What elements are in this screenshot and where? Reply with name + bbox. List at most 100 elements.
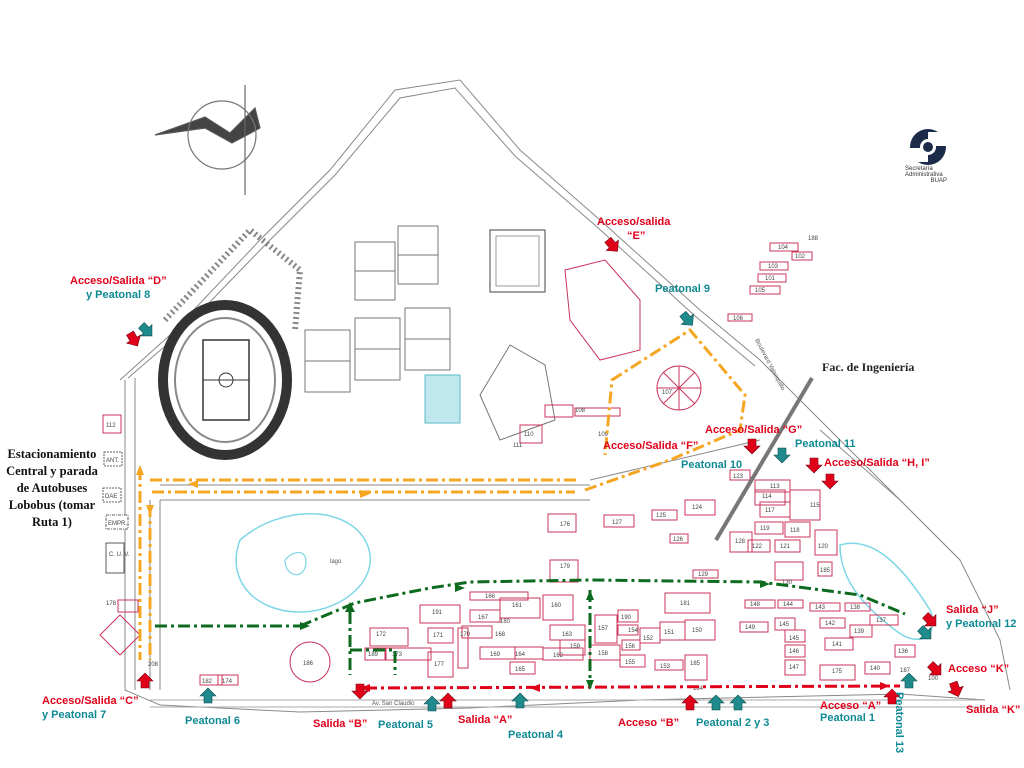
green-route <box>155 578 906 688</box>
building-190: 190 <box>621 615 632 621</box>
parking-dae: DAE <box>105 494 117 500</box>
parking-empr: EMPR. <box>108 521 127 527</box>
building-138: 138 <box>850 605 861 611</box>
north-compass-icon <box>154 85 261 195</box>
building-124: 124 <box>692 505 703 511</box>
building-159: 159 <box>570 644 581 650</box>
label-acceso-salida-hi: Acceso/Salida “H, I” <box>824 457 930 469</box>
building-191: 191 <box>432 610 443 616</box>
building-152: 152 <box>643 636 654 642</box>
logo-line-2: Administrativa <box>905 172 943 178</box>
building-175: 175 <box>832 669 843 675</box>
road-blvd-valsequillo: Boulevard Valsequillo <box>753 338 785 392</box>
building-112: 112 <box>106 423 116 429</box>
building-110: 110 <box>524 432 534 438</box>
building-157: 157 <box>598 626 609 632</box>
label-acceso-a: Acceso “A” <box>820 700 882 712</box>
building-118: 118 <box>790 528 800 534</box>
building-151: 151 <box>664 630 675 636</box>
red-entry-arrow-icon-g <box>743 438 761 455</box>
building-173: 173 <box>392 652 403 658</box>
building-107: 107 <box>662 390 673 396</box>
building-171: 171 <box>433 633 444 639</box>
building-128: 128 <box>735 539 746 545</box>
building-168: 168 <box>495 632 506 638</box>
teal-pedestrian-arrow-icon-6 <box>199 687 217 704</box>
building-120: 120 <box>818 544 829 550</box>
building-160: 160 <box>551 603 562 609</box>
label-acceso-k: Acceso “K” <box>948 663 1010 675</box>
red-entry-arrow-icon-c <box>136 672 154 689</box>
building-189: 189 <box>368 652 379 658</box>
building-170: 170 <box>460 632 471 638</box>
building-145: 145 <box>779 622 790 628</box>
building-142: 142 <box>825 621 836 627</box>
building-108: 108 <box>575 408 586 414</box>
building-161: 161 <box>512 603 523 609</box>
building-140: 140 <box>870 666 881 672</box>
label-salida-k: Salida “K” <box>966 704 1021 716</box>
label-acceso-salida-f: Acceso/Salida “F” <box>603 440 699 452</box>
building-numbers: 112 104 188 102 103 101 105 106 107 108 … <box>106 236 939 692</box>
teal-pedestrian-arrow-icon-11 <box>773 447 791 464</box>
building-148: 148 <box>750 602 761 608</box>
building-126: 126 <box>673 537 684 543</box>
building-164: 164 <box>515 652 526 658</box>
building-105: 105 <box>755 288 766 294</box>
label-acceso-salida-d: Acceso/Salida “D” <box>70 275 167 287</box>
label-peatonal-2y3: Peatonal 2 y 3 <box>696 717 770 729</box>
building-104: 104 <box>778 245 789 251</box>
building-177: 177 <box>434 662 445 668</box>
label-peatonal-11: Peatonal 11 <box>795 438 856 450</box>
parking-ant: ANT. <box>106 458 119 464</box>
red-exit-arrow-icon-a <box>439 692 457 709</box>
road-av-san-claudio: Av. San Claudio <box>372 701 415 707</box>
building-180: 180 <box>500 619 511 625</box>
building-165: 165 <box>515 667 526 673</box>
faculty-pointer <box>714 376 814 542</box>
label-peatonal-7: y Peatonal 7 <box>42 709 107 721</box>
building-137: 137 <box>876 618 887 624</box>
building-185: 185 <box>820 568 831 574</box>
building-147: 147 <box>789 665 800 671</box>
parking-box-labels: ANT. DAE EMPR. C. U. V. <box>105 458 130 558</box>
red-entry-arrow-icon-b <box>681 694 699 711</box>
building-182: 182 <box>202 679 213 685</box>
building-166: 166 <box>485 594 496 600</box>
building-121: 121 <box>780 544 791 550</box>
building-144: 144 <box>783 602 794 608</box>
teal-pedestrian-arrows <box>135 308 938 712</box>
building-178: 178 <box>106 601 117 607</box>
label-peatonal-1: Peatonal 1 <box>820 712 876 724</box>
building-100: 100 <box>928 676 939 682</box>
red-entry-arrow-icon-i <box>821 473 839 490</box>
building-154: 154 <box>628 628 639 634</box>
logo-line-3: BUAP <box>930 178 947 184</box>
logo-text: Secretaría Administrativa BUAP <box>905 166 947 184</box>
label-peatonal-4: Peatonal 4 <box>508 729 564 741</box>
building-153: 153 <box>660 664 671 670</box>
building-122: 122 <box>752 544 763 550</box>
label-acceso-salida-c: Acceso/Salida “C” <box>42 695 139 707</box>
buildings <box>99 242 916 686</box>
teal-pedestrian-arrow-icon-13 <box>900 672 918 689</box>
red-route <box>364 684 901 690</box>
building-102: 102 <box>795 254 806 260</box>
faculty-label: Fac. de Ingeniería <box>822 360 915 374</box>
building-186: 186 <box>303 661 314 667</box>
building-174: 174 <box>222 679 233 685</box>
building-208: 208 <box>148 662 159 668</box>
building-101: 101 <box>765 276 776 282</box>
building-188: 188 <box>808 236 819 242</box>
building-181: 181 <box>680 601 691 607</box>
parking-title: Estacionamiento Central y parada de Auto… <box>6 447 98 529</box>
building-150: 150 <box>692 628 703 634</box>
building-113: 113 <box>770 484 780 490</box>
building-115: 115 <box>810 503 820 509</box>
stadium <box>158 225 304 460</box>
teal-pedestrian-arrow-icon-9 <box>676 308 700 332</box>
building-184: 184 <box>693 686 704 692</box>
logo-line-1: Secretaría <box>905 166 933 172</box>
red-exit-arrow-icon-k <box>945 679 967 700</box>
